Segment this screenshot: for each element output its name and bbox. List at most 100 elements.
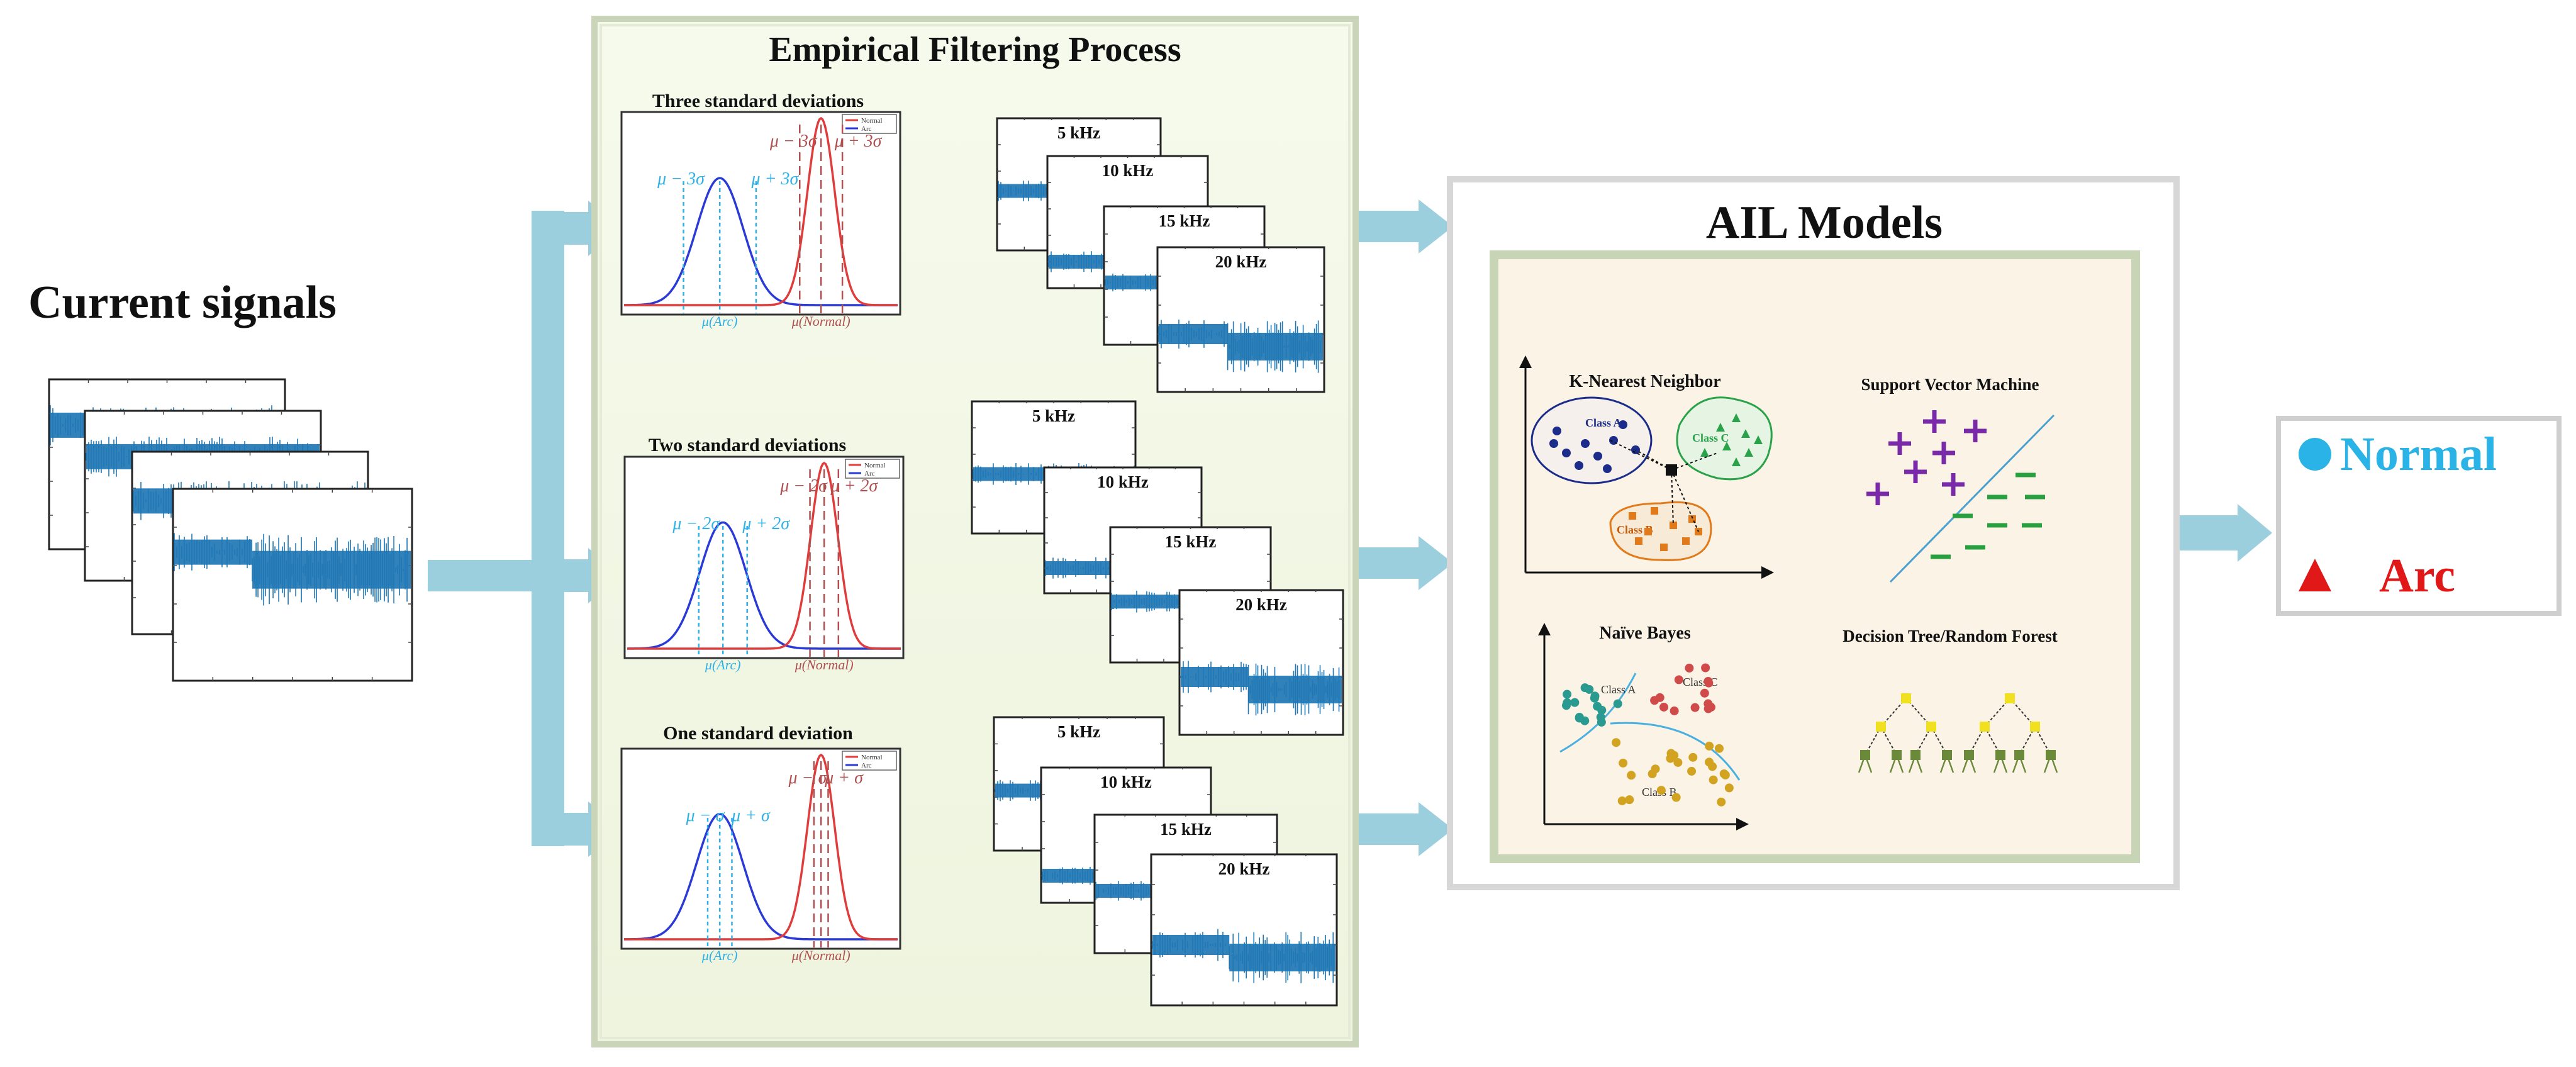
legend-arc-label: Arc <box>861 762 872 769</box>
nb-class-c-point <box>1700 688 1709 698</box>
nb-class-b-point <box>1714 744 1724 753</box>
legend-normal-label: Normal <box>861 754 883 761</box>
filter-row-title: Three standard deviations <box>652 91 864 111</box>
freq-label: 15 kHz <box>1159 211 1210 230</box>
decision-tree-model: Decision Tree/Random Forest <box>1843 627 2058 773</box>
freq-label: 20 kHz <box>1218 859 1270 878</box>
output-arc-label: Arc <box>2379 549 2455 602</box>
mu-arc-label: μ(Arc) <box>705 657 741 673</box>
class-c-point <box>1754 435 1763 444</box>
current-signals-title: Current signals <box>28 277 337 328</box>
legend-normal-label: Normal <box>861 117 883 125</box>
nb-class-b-point <box>1656 786 1666 795</box>
nb-class-b-point <box>1705 757 1714 767</box>
class-a-cluster <box>1531 396 1653 484</box>
normal-minus-label: μ − 2σ <box>779 476 828 496</box>
freq-plot-4: 20 kHz <box>1178 589 1344 736</box>
nb-class-a-point <box>1580 716 1590 725</box>
branch-trunk <box>532 211 564 846</box>
nb-boundary-2 <box>1610 722 1741 781</box>
normal-distribution-curve <box>627 461 901 650</box>
class-a-point <box>1562 449 1571 457</box>
svm-plus-point <box>1923 410 1946 433</box>
distribution-plot <box>620 747 901 950</box>
svm-title: Support Vector Machine <box>1861 375 2039 394</box>
nb-class-c-point <box>1703 704 1713 713</box>
models-inner-panel <box>1490 250 2140 863</box>
freq-label: 15 kHz <box>1165 532 1217 551</box>
nb-class-b-point <box>1709 775 1718 785</box>
plot-legend <box>842 114 897 134</box>
neighbor-link <box>1635 449 1672 471</box>
distribution-plot <box>623 455 905 659</box>
nb-class-a-point <box>1585 684 1594 694</box>
arc-plus-label: μ + 3σ <box>751 169 800 189</box>
signal-plot-4 <box>172 488 413 682</box>
arc-distribution-curve <box>623 813 898 941</box>
class-b-point <box>1682 537 1690 545</box>
svm-model: Support Vector Machine <box>1861 375 2055 583</box>
class-a-point <box>1619 420 1627 429</box>
class-b-point <box>1635 537 1642 545</box>
class-b-point <box>1644 528 1652 535</box>
normal-plus-label: μ + 3σ <box>834 131 883 151</box>
normal-minus-label: μ − σ <box>788 768 828 788</box>
nb-class-c-point <box>1703 676 1713 686</box>
arc-minus-label: μ − 2σ <box>672 514 720 534</box>
freq-label: 10 kHz <box>1102 161 1154 180</box>
freq-plot-4: 20 kHz <box>1150 853 1338 1007</box>
nb-class-c-point <box>1674 675 1683 684</box>
neighbor-link <box>1671 469 1674 526</box>
svm-plus-point <box>1866 483 1889 505</box>
class-c-point <box>1716 423 1725 432</box>
normal-distribution-curve <box>624 116 898 306</box>
arc-distribution-curve <box>623 177 898 306</box>
class-c-point <box>1741 429 1750 438</box>
legend-arc-label: Arc <box>864 470 875 478</box>
class-c-point <box>1732 457 1741 466</box>
nb-class-b-point <box>1617 796 1627 805</box>
normal-marker-icon <box>2299 438 2331 471</box>
nb-class-b-point <box>1651 764 1660 774</box>
arc-minus-label: μ − σ <box>686 806 725 825</box>
nb-class-a-point <box>1570 698 1580 707</box>
nb-class-a-point <box>1597 705 1607 715</box>
svm-plus-point <box>1888 432 1911 455</box>
mu-arc-label: μ(Arc) <box>701 947 738 963</box>
nb-class-c-point <box>1659 702 1669 712</box>
nb-class-b-point <box>1612 738 1621 747</box>
neighbor-link <box>1671 452 1718 471</box>
normal-plus-label: μ + 2σ <box>830 476 878 496</box>
class-b-point <box>1629 512 1636 520</box>
nb-class-c-point <box>1690 703 1700 712</box>
nb-class-b-point <box>1717 797 1726 807</box>
current-signal-plots <box>48 378 413 682</box>
legend-arc-label: Arc <box>861 125 872 133</box>
output-arrow <box>2180 504 2272 562</box>
plot-legend <box>845 459 900 479</box>
output-normal-label: Normal <box>2340 428 2497 481</box>
arc-distribution-curve <box>627 521 901 650</box>
tree-icon <box>1961 693 2058 773</box>
nb-class-b-point <box>1720 770 1730 779</box>
nb-class-a-point <box>1613 699 1622 708</box>
knn-class-c-label: Class C <box>1692 432 1729 444</box>
nb-class-b-point <box>1619 758 1628 768</box>
svm-plus-point <box>1942 473 1965 496</box>
class-c-point <box>1722 442 1731 450</box>
knn-class-a-label: Class A <box>1585 416 1622 429</box>
nb-class-b-point <box>1687 766 1697 776</box>
neighbor-link <box>1610 440 1672 471</box>
nb-class-a-label: Class A <box>1601 683 1636 696</box>
nb-class-a-point <box>1596 712 1605 722</box>
arc-minus-label: μ − 3σ <box>657 169 705 189</box>
freq-label: 20 kHz <box>1235 595 1287 614</box>
class-b-point <box>1651 507 1658 515</box>
